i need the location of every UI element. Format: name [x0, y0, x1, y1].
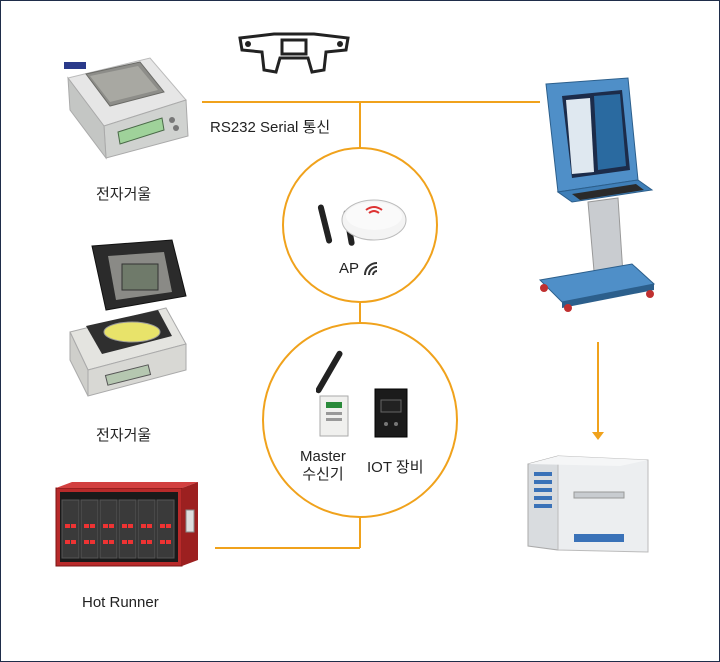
access-point-icon: [317, 199, 407, 246]
hot-runner-label: Hot Runner: [82, 594, 159, 611]
moisture-analyzer-icon: [69, 239, 187, 397]
scale-2-label: 전자거울: [96, 427, 152, 444]
server-tower-icon: [527, 455, 649, 553]
scale-1-label: 전자거울: [96, 186, 152, 203]
ap-label-group: AP: [339, 260, 379, 277]
hot-runner-controller-icon: [55, 482, 198, 567]
iot-label: IOT 장비: [367, 459, 424, 476]
master-circle: [262, 322, 458, 518]
master-label-line2: 수신기: [302, 466, 344, 483]
wireless-receiver-icon: [316, 350, 349, 437]
ap-label: AP: [339, 260, 360, 277]
arrow-head: [592, 432, 604, 440]
kiosk-terminal-icon: [538, 77, 656, 312]
serial-label: RS232 Serial 통신: [210, 119, 331, 136]
master-label-line1: Master: [300, 448, 346, 465]
mount-frame-icon: [238, 32, 350, 74]
electronic-scale-icon: [64, 57, 189, 160]
master-label: Master 수신기: [300, 448, 346, 484]
wifi-icon: [364, 261, 378, 275]
iot-device-icon: [374, 388, 408, 438]
